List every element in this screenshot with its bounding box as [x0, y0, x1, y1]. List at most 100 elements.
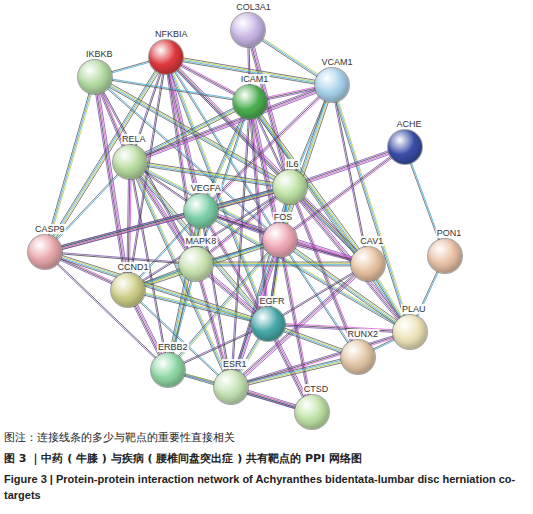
- edge-strand: [231, 119, 248, 370]
- edge-strand: [293, 156, 391, 229]
- edge-strand: [147, 93, 317, 158]
- interaction-edge: [184, 374, 215, 383]
- protein-node: PON1: [428, 239, 462, 273]
- edge-strand: [182, 62, 314, 84]
- edge-strand: [217, 218, 352, 261]
- edge-strand: [262, 39, 318, 75]
- edge-strand: [247, 337, 393, 382]
- edge-strand: [144, 295, 251, 321]
- protein-node: RUNX2: [341, 340, 375, 374]
- interaction-edge: [111, 61, 150, 73]
- node-label: NFKBIA: [154, 29, 189, 39]
- edge-strand: [247, 394, 296, 409]
- edge-strand: [296, 100, 325, 171]
- edge-strand: [262, 40, 318, 76]
- interaction-edge: [247, 390, 297, 409]
- edge-strand: [296, 244, 351, 259]
- edge-strand: [48, 93, 89, 235]
- protein-node: CAV1: [351, 247, 385, 281]
- network-stage: COL3A1NFKBIAIKBKBICAM1VCAM1ACHERELAIL6VE…: [0, 0, 533, 430]
- edge-strand: [378, 278, 402, 317]
- edge-strand: [301, 200, 399, 319]
- interaction-edge: [305, 151, 389, 184]
- edge-strand: [58, 263, 156, 357]
- edge-strand: [299, 201, 397, 320]
- edge-strand: [145, 89, 315, 154]
- edge-strand: [57, 175, 119, 240]
- protein-node: NFKBIA: [149, 40, 183, 74]
- node-label: VEGFA: [190, 183, 222, 193]
- interaction-edge: [145, 89, 317, 158]
- edge-strand: [202, 280, 228, 370]
- edge-strand: [62, 193, 274, 249]
- edge-strand: [144, 271, 180, 285]
- edge-strand: [61, 215, 184, 247]
- node-label: EGFR: [259, 296, 286, 306]
- interaction-edge: [140, 174, 259, 313]
- protein-node: CTSD: [295, 395, 329, 429]
- edge-strand: [248, 363, 342, 385]
- interaction-edge: [112, 79, 234, 100]
- edge-strand: [183, 331, 252, 363]
- node-label: RELA: [121, 134, 147, 144]
- edge-strand: [305, 151, 388, 180]
- edge-strand: [141, 175, 257, 311]
- interaction-edge: [213, 262, 351, 266]
- edge-strand: [294, 157, 392, 230]
- edge-strand: [142, 175, 258, 311]
- edge-strand: [96, 94, 124, 273]
- edge-strand: [139, 177, 187, 250]
- edge-strand: [98, 94, 126, 273]
- protein-node: ACHE: [388, 130, 422, 164]
- interaction-edge: [61, 255, 253, 320]
- edge-strand: [251, 119, 266, 307]
- edge-strand: [248, 338, 394, 383]
- edge-strand: [283, 332, 341, 353]
- edge-strand: [112, 62, 150, 73]
- edge-strand: [294, 158, 392, 231]
- interaction-edge: [293, 156, 392, 231]
- node-label: CTSD: [303, 384, 330, 394]
- edge-strand: [62, 253, 179, 262]
- node-label: ACHE: [396, 119, 423, 129]
- interaction-edge: [283, 328, 342, 353]
- edge-strand: [247, 336, 393, 381]
- node-label: RUNX2: [347, 329, 380, 339]
- edge-strand: [297, 243, 352, 258]
- edge-strand: [140, 176, 256, 312]
- edge-strand: [260, 116, 401, 318]
- edge-strand: [201, 280, 227, 370]
- protein-node: RELA: [113, 145, 147, 179]
- node-label: MAPK8: [185, 236, 218, 246]
- interaction-edge: [61, 189, 274, 249]
- edge-strand: [178, 69, 356, 252]
- protein-node: ERBB2: [151, 353, 185, 387]
- figure-caption: Figure 3 | Protein-protein interaction n…: [4, 471, 526, 503]
- edge-strand: [61, 259, 252, 321]
- edge-strand: [144, 108, 234, 153]
- edge-strand: [61, 258, 252, 320]
- figure-note: 图注：连接线条的多少与靶点的重要性直接相关: [4, 430, 526, 446]
- interaction-edge: [96, 94, 128, 274]
- node-label: PLAU: [401, 304, 427, 314]
- edge-strand: [213, 265, 351, 266]
- edge-strand: [248, 362, 342, 384]
- interaction-edge: [208, 273, 256, 314]
- edge-strand: [410, 163, 438, 240]
- edge-strand: [213, 264, 351, 265]
- edge-strand: [216, 218, 396, 322]
- edge-strand: [213, 263, 351, 264]
- protein-node: VEGFA: [184, 194, 218, 228]
- interaction-edge: [247, 359, 342, 385]
- edge-strand: [275, 339, 304, 397]
- node-label: PON1: [436, 228, 463, 238]
- edge-strand: [111, 61, 149, 72]
- edge-strand: [285, 328, 343, 349]
- node-label: VCAM1: [320, 57, 353, 67]
- interaction-edge: [48, 93, 91, 236]
- edge-strand: [100, 94, 128, 273]
- edge-strand: [62, 255, 253, 317]
- interaction-edge: [199, 280, 227, 371]
- edge-strand: [51, 94, 92, 236]
- edge-strand: [62, 192, 274, 248]
